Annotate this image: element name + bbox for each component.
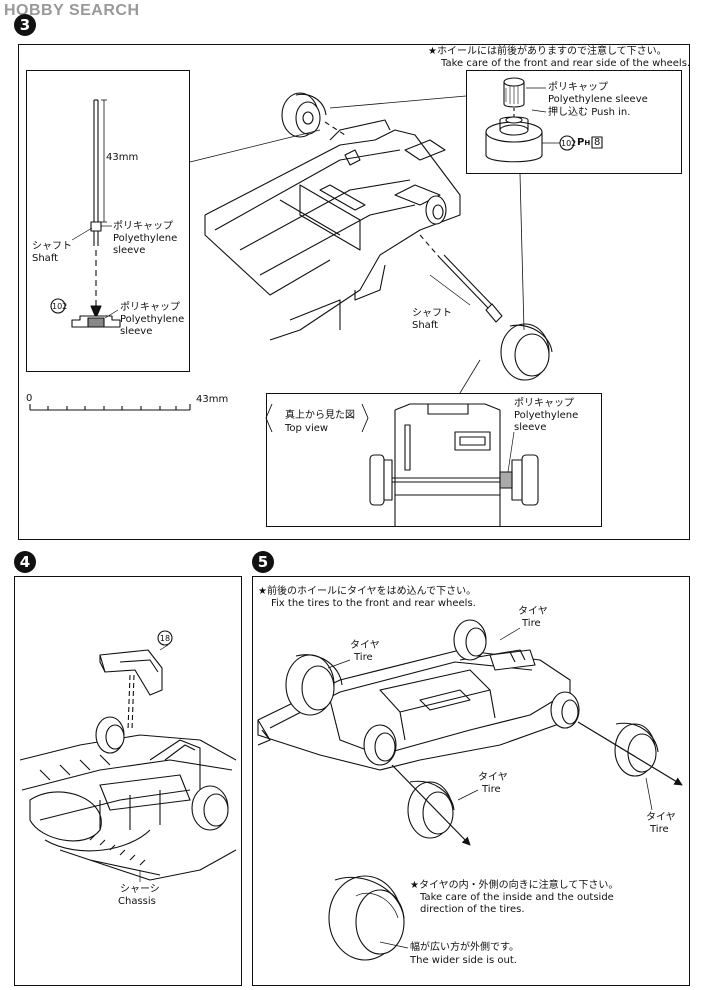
inside-note-en1: Take care of the inside and the outside (420, 892, 614, 903)
step-3-note-en: Take care of the front and rear side of … (441, 58, 691, 69)
topview-polycap-en2: sleeve (514, 422, 547, 433)
shaft-polycap-jp: ポリキャップ (113, 221, 173, 232)
tire-rr-jp: タイヤ (518, 606, 548, 617)
ph8-number: 8 (594, 137, 601, 148)
ruler (29, 404, 191, 411)
top-view-en: Top view (285, 423, 329, 434)
step-3-chassis-drawing (189, 92, 553, 394)
detail-part-102: 102 (561, 139, 577, 148)
top-view-panel (266, 393, 602, 527)
chassis-en: Chassis (118, 896, 156, 907)
shaft-detail-drawing (50, 99, 121, 328)
polycap-detail-panel (466, 70, 682, 174)
step-5-drawing (257, 619, 683, 961)
shaft-label-en: Shaft (32, 253, 59, 264)
push-in-en: Push in. (591, 107, 631, 118)
ruler-end: 43mm (196, 394, 229, 405)
step-4-number: 4 (14, 551, 36, 573)
tire-fr-jp: タイヤ (646, 812, 676, 823)
step-5-number: 5 (252, 551, 274, 573)
shaft-polycap-en2: sleeve (113, 245, 146, 256)
step-3-number: 3 (14, 14, 36, 36)
tire-rl-jp: タイヤ (350, 640, 380, 651)
top-view-drawing (265, 403, 539, 527)
detail-polycap-jp: ポリキャップ (548, 82, 608, 93)
shaft-length-label: 43mm (106, 152, 139, 163)
topview-polycap-jp: ポリキャップ (514, 398, 574, 409)
wider-note-jp: 幅が広い方が外側です。 (410, 942, 519, 953)
polycap-detail-drawing (485, 77, 603, 163)
cap-polycap-en2: sleeve (120, 326, 153, 337)
part-18-badge: 18 (159, 634, 171, 643)
shaft-label-jp: シャフト (32, 241, 72, 252)
main-shaft-jp: シャフト (412, 308, 452, 319)
tire-fl-en: Tire (482, 784, 501, 795)
inside-note-en2: direction of the tires. (420, 904, 525, 915)
cap-polycap-jp: ポリキャップ (120, 302, 180, 313)
top-view-jp: 真上から見た図 (285, 410, 355, 421)
topview-polycap-en: Polyethylene (514, 410, 579, 421)
tire-fr-en: Tire (650, 824, 669, 835)
tire-rr-en: Tire (522, 618, 541, 629)
tire-rl-en: Tire (354, 652, 373, 663)
step-4-drawing (19, 630, 237, 882)
tire-fl-jp: タイヤ (478, 772, 508, 783)
shaft-detail-panel (26, 70, 190, 372)
push-in-jp: 押し込む Push in. (548, 107, 631, 118)
shaft-polycap-en: Polyethylene (113, 233, 178, 244)
ruler-start: 0 (26, 393, 33, 404)
ph8-label: PH (577, 137, 591, 148)
step-5-note-jp: ★前後のホイールにタイヤをはめ込んで下さい。 (258, 586, 477, 597)
detail-polycap-en: Polyethylene sleeve (548, 94, 648, 105)
step-5-note-en: Fix the tires to the front and rear whee… (271, 598, 476, 609)
cap-polycap-en: Polyethylene (120, 314, 185, 325)
watermark: HOBBY SEARCH (4, 2, 140, 19)
step-3-note-jp: ★ホイールには前後がありますので注意して下さい。 (428, 46, 667, 57)
part-102-badge: 102 (52, 302, 68, 311)
chassis-jp: シャーシ (120, 884, 160, 895)
main-shaft-en: Shaft (412, 320, 439, 331)
inside-note-jp: ★タイヤの内・外側の向きに注意して下さい。 (410, 880, 619, 891)
wider-note-en: The wider side is out. (410, 955, 517, 966)
